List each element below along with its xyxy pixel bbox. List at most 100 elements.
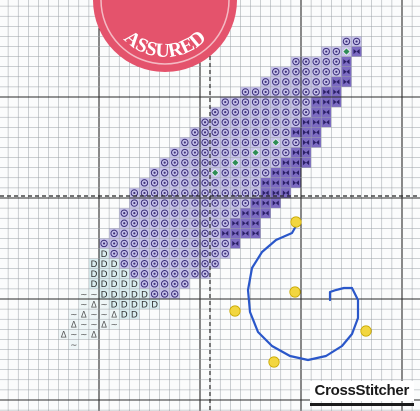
stitch-cell-ring <box>170 198 180 208</box>
stitch-cell-d: D <box>129 279 139 290</box>
stitch-cell-tri: Δ <box>99 319 109 330</box>
stitch-cell-ring <box>139 269 149 279</box>
stitch-cell-ring <box>240 137 250 147</box>
stitch-cell-bow <box>311 107 321 117</box>
stitch-cell-ring <box>230 208 240 218</box>
stitch-cell-ring <box>261 158 271 168</box>
stitch-cell-ring <box>271 158 281 168</box>
stitch-cell-ring <box>139 218 149 228</box>
stitch-cell-ring <box>150 198 160 208</box>
stitch-cell-ring <box>160 289 170 299</box>
stitch-cell-ring <box>271 97 281 107</box>
stitch-cell-ring <box>230 168 240 178</box>
stitch-cell-ring <box>271 107 281 117</box>
stitch-cell-ring <box>150 218 160 228</box>
stitch-cell-ring <box>190 168 200 178</box>
stitch-cell-tri: Δ <box>59 329 69 340</box>
stitch-cell-ring <box>210 228 220 238</box>
stitch-cell-ring <box>129 238 139 248</box>
stitch-cell-ring <box>261 127 271 137</box>
stitch-cell-ring <box>150 249 160 259</box>
stitch-cell-ring <box>321 67 331 77</box>
stitch-cell-ring <box>160 158 170 168</box>
stitch-cell-ring <box>301 87 311 97</box>
stitch-cell-ring <box>129 228 139 238</box>
stitch-cell-bow <box>311 97 321 107</box>
stitch-cell-tilde: ~ <box>99 309 109 320</box>
stitch-cell-ring <box>200 249 210 259</box>
stitch-cell-ring <box>321 47 331 57</box>
stitch-cell-ring <box>311 77 321 87</box>
stitch-cell-bow <box>321 97 331 107</box>
stitch-cell-ring <box>210 137 220 147</box>
stitch-cell-ring <box>301 77 311 87</box>
stitch-cell-ring <box>220 218 230 228</box>
stitch-cell-bow <box>271 178 281 188</box>
stitch-cell-ring <box>190 127 200 137</box>
stitch-cell-ring <box>150 228 160 238</box>
stitch-cell-bow <box>261 178 271 188</box>
stitch-cell-bow <box>251 208 261 218</box>
stitch-cell-bow <box>301 148 311 158</box>
stitch-cell-ring <box>190 259 200 269</box>
stitch-cell-ring <box>180 218 190 228</box>
stitch-cell-ring <box>200 198 210 208</box>
stitch-cell-ring <box>261 107 271 117</box>
stitch-cell-ring <box>240 178 250 188</box>
stitch-cell-ring <box>230 117 240 127</box>
stitch-cell-ring <box>281 77 291 87</box>
stitch-cell-ring <box>160 279 170 289</box>
stitch-cell-tri: Δ <box>69 319 79 330</box>
stitch-cell-ring <box>180 238 190 248</box>
stitch-cell-ring <box>200 127 210 137</box>
stitch-cell-ring <box>210 259 220 269</box>
stitch-cell-bow <box>341 77 351 87</box>
stitch-cell-ring <box>220 208 230 218</box>
stitch-cell-ring <box>180 228 190 238</box>
stitch-cell-tri: Δ <box>89 299 99 310</box>
stitch-cell-ring <box>180 158 190 168</box>
stitch-cell-d: D <box>119 279 129 290</box>
stitch-cell-ring <box>301 57 311 67</box>
stitch-cell-ring <box>271 127 281 137</box>
stitch-cell-ring <box>261 168 271 178</box>
stitch-cell-ring <box>230 127 240 137</box>
stitch-cell-ring <box>150 279 160 289</box>
stitch-cell-ring <box>331 67 341 77</box>
stitch-cell-ring <box>230 97 240 107</box>
stitch-cell-ring <box>240 148 250 158</box>
stitch-cell-ring <box>180 148 190 158</box>
stitch-cell-ring <box>139 198 149 208</box>
stitch-cell-ring <box>170 178 180 188</box>
stitch-cell-ring <box>170 168 180 178</box>
stitch-cell-ring <box>210 107 220 117</box>
stitch-cell-ring <box>281 67 291 77</box>
stitch-cell-ring <box>291 77 301 87</box>
stitch-cell-ring <box>251 168 261 178</box>
stitch-cell-bow <box>230 218 240 228</box>
stitch-cell-ring <box>220 158 230 168</box>
stitch-cell-ring <box>200 218 210 228</box>
stitch-cell-dia <box>251 148 261 158</box>
stitch-cell-ring <box>251 107 261 117</box>
stitch-cell-ring <box>251 117 261 127</box>
stitch-cell-bow <box>251 218 261 228</box>
stitch-cell-d: D <box>109 259 119 270</box>
stitch-cell-ring <box>190 148 200 158</box>
stitch-cell-d: D <box>89 279 99 290</box>
stitch-cell-ring <box>240 198 250 208</box>
stitch-cell-d: D <box>99 249 109 260</box>
stitch-cell-dia <box>230 158 240 168</box>
stitch-cell-ring <box>160 238 170 248</box>
stitch-cell-d: D <box>89 269 99 280</box>
stitch-cell-ring <box>129 269 139 279</box>
stitch-cell-ring <box>230 198 240 208</box>
stitch-cell-ring <box>180 259 190 269</box>
stitch-cell-ring <box>139 249 149 259</box>
stitch-cell-ring <box>220 249 230 259</box>
stitch-cell-ring <box>170 158 180 168</box>
stitch-cell-d: D <box>139 299 149 310</box>
stitch-cell-ring <box>109 249 119 259</box>
stitch-cell-tilde: ~ <box>79 329 89 340</box>
stitch-cell-ring <box>261 97 271 107</box>
